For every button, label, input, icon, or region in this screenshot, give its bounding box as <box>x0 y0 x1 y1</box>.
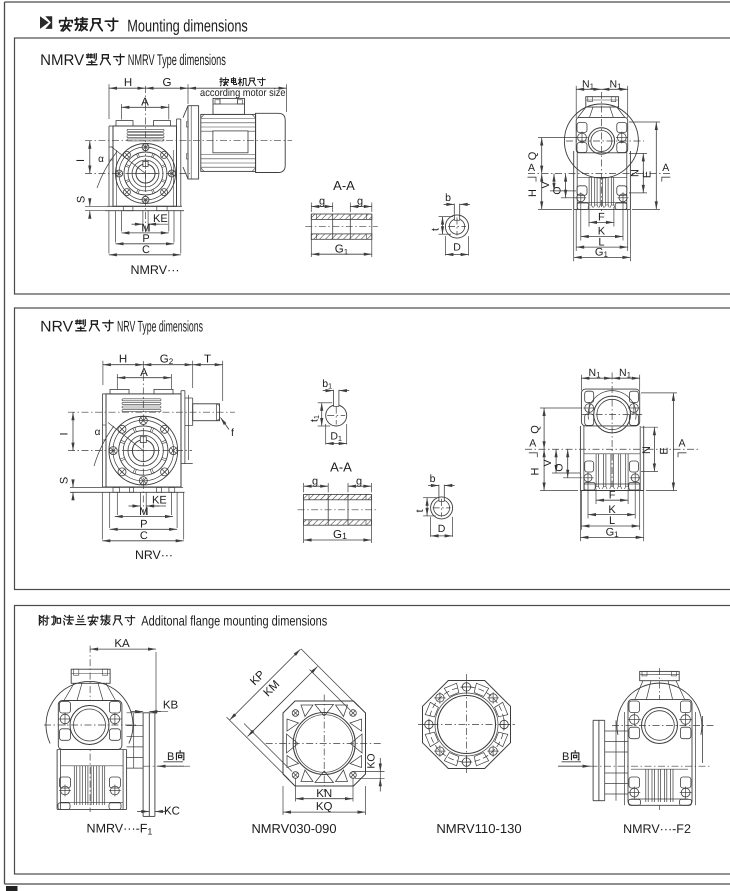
svg-text:NMRV Type dimensions: NMRV Type dimensions <box>128 52 226 69</box>
svg-text:A: A <box>662 162 669 174</box>
svg-text:g: g <box>357 196 363 208</box>
svg-text:N1: N1 <box>582 78 595 91</box>
svg-text:I: I <box>75 159 87 162</box>
svg-text:D: D <box>438 523 446 535</box>
svg-text:A: A <box>140 367 148 379</box>
svg-text:NMRV: NMRV <box>40 52 85 69</box>
svg-text:b: b <box>430 473 436 485</box>
svg-text:t: t <box>430 228 442 231</box>
svg-text:NRV Type dimensions: NRV Type dimensions <box>117 318 203 335</box>
svg-text:NRV: NRV <box>40 318 74 335</box>
svg-text:A: A <box>529 437 536 449</box>
svg-text:KB: KB <box>163 699 179 711</box>
svg-text:g: g <box>356 475 362 487</box>
svg-text:A: A <box>678 437 685 449</box>
svg-text:B: B <box>562 751 569 763</box>
svg-text:C: C <box>142 244 150 256</box>
svg-text:Q: Q <box>530 425 542 434</box>
svg-text:H: H <box>530 467 542 475</box>
svg-text:G1: G1 <box>595 247 609 260</box>
svg-text:G1: G1 <box>333 529 347 541</box>
svg-text:O: O <box>552 186 564 194</box>
svg-text:P: P <box>142 233 149 245</box>
svg-text:G2: G2 <box>160 354 174 367</box>
svg-text:O: O <box>554 463 566 471</box>
svg-text:N1: N1 <box>588 367 601 380</box>
svg-text:G: G <box>163 77 172 89</box>
svg-text:A: A <box>528 162 535 174</box>
svg-text:KC: KC <box>164 806 180 818</box>
svg-text:V: V <box>542 459 554 466</box>
svg-text:H: H <box>124 77 132 89</box>
svg-text:b1: b1 <box>322 378 332 391</box>
svg-text:NMRV110-130: NMRV110-130 <box>436 821 521 836</box>
svg-text:G1: G1 <box>606 527 620 540</box>
svg-text:N1: N1 <box>609 78 622 91</box>
svg-text:NMRV···-F2: NMRV···-F2 <box>623 822 691 836</box>
svg-text:t1: t1 <box>309 415 322 422</box>
svg-text:K: K <box>598 226 606 238</box>
svg-text:b: b <box>445 192 451 204</box>
svg-text:NRV···: NRV··· <box>135 548 173 562</box>
svg-text:M: M <box>141 222 150 234</box>
svg-text:H: H <box>119 354 127 366</box>
svg-text:E: E <box>659 447 671 454</box>
svg-text:K: K <box>608 504 616 516</box>
svg-text:L: L <box>609 515 615 527</box>
svg-text:P: P <box>140 519 147 531</box>
svg-text:α: α <box>98 154 104 165</box>
svg-text:T: T <box>204 354 211 366</box>
svg-text:according motor size: according motor size <box>200 87 286 99</box>
svg-text:Additonal flange mounting dime: Additonal flange mounting dimensions <box>141 612 327 628</box>
svg-text:L: L <box>598 236 604 248</box>
svg-text:F: F <box>609 489 616 501</box>
svg-text:NMRV···: NMRV··· <box>130 263 179 277</box>
svg-text:g: g <box>312 475 318 487</box>
svg-text:V: V <box>540 181 552 188</box>
svg-text:E: E <box>642 171 654 178</box>
svg-text:Q: Q <box>527 151 539 160</box>
svg-text:N: N <box>630 169 642 177</box>
svg-text:Mounting dimensions: Mounting dimensions <box>127 16 248 35</box>
svg-text:NMRV030-090: NMRV030-090 <box>252 821 337 836</box>
svg-text:S: S <box>59 477 71 484</box>
svg-text:I: I <box>59 432 71 435</box>
svg-text:KN: KN <box>316 788 332 800</box>
svg-text:KE: KE <box>152 494 167 506</box>
svg-text:N: N <box>641 446 653 454</box>
svg-text:A: A <box>141 97 149 109</box>
svg-text:C: C <box>140 530 148 542</box>
svg-text:KQ: KQ <box>316 801 333 813</box>
svg-text:NMRV···-F1: NMRV···-F1 <box>87 822 153 837</box>
svg-text:B: B <box>167 751 174 763</box>
svg-text:f: f <box>231 427 234 439</box>
svg-text:A-A: A-A <box>333 178 355 193</box>
svg-text:g: g <box>319 196 325 208</box>
svg-text:F: F <box>598 212 605 224</box>
svg-text:KE: KE <box>153 213 168 225</box>
svg-text:S: S <box>76 196 88 203</box>
svg-text:H: H <box>527 189 539 197</box>
svg-text:α: α <box>95 427 101 438</box>
svg-text:D1: D1 <box>330 431 342 444</box>
svg-text:N1: N1 <box>619 367 632 380</box>
svg-text:KA: KA <box>114 638 130 650</box>
svg-text:A-A: A-A <box>330 460 352 475</box>
svg-text:t: t <box>414 509 426 512</box>
svg-text:G1: G1 <box>335 243 349 256</box>
svg-text:M: M <box>139 506 148 518</box>
svg-text:D: D <box>453 242 461 254</box>
svg-text:KO: KO <box>366 753 378 768</box>
